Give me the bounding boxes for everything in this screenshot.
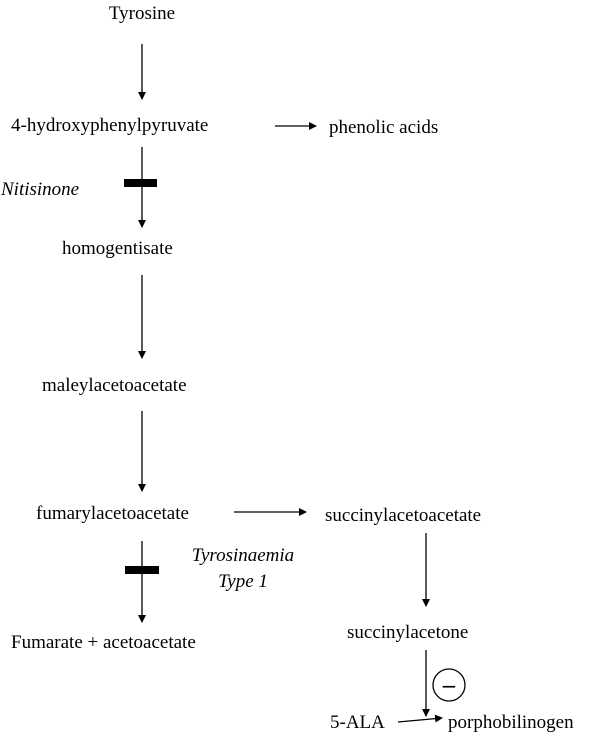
node-succinylacetoacetate: succinylacetoacetate: [325, 505, 482, 526]
nitisinone-block-bar: [124, 179, 157, 187]
node-maleylacetoacetate: maleylacetoacetate: [42, 375, 187, 396]
label-nitisinone: Nitisinone: [1, 179, 80, 200]
node-5-ala: 5-ALA: [330, 712, 385, 733]
label-tyrosinaemia-line1: Tyrosinaemia: [191, 545, 295, 566]
label-tyrosinaemia: Tyrosinaemia Type 1: [170, 545, 316, 593]
inhibition-minus-sign: −: [441, 674, 458, 698]
node-fumarylacetoacetate: fumarylacetoacetate: [36, 503, 189, 524]
node-succinylacetone: succinylacetone: [347, 622, 469, 643]
node-tyrosine: Tyrosine: [108, 3, 176, 24]
node-porphobilinogen: porphobilinogen: [448, 712, 574, 733]
tyrosinaemia-block-bar: [125, 566, 159, 574]
node-4-hydroxyphenylpyruvate: 4-hydroxyphenylpyruvate: [11, 115, 209, 136]
inhibition-circle: [432, 668, 466, 702]
label-tyrosinaemia-line2: Type 1: [218, 571, 268, 592]
node-homogentisate: homogentisate: [62, 238, 173, 259]
arrow-ala-to-porphobilinogen: [397, 714, 443, 723]
node-phenolic-acids: phenolic acids: [329, 117, 439, 138]
node-fumarate-acetoacetate: Fumarate + acetoacetate: [11, 632, 196, 653]
